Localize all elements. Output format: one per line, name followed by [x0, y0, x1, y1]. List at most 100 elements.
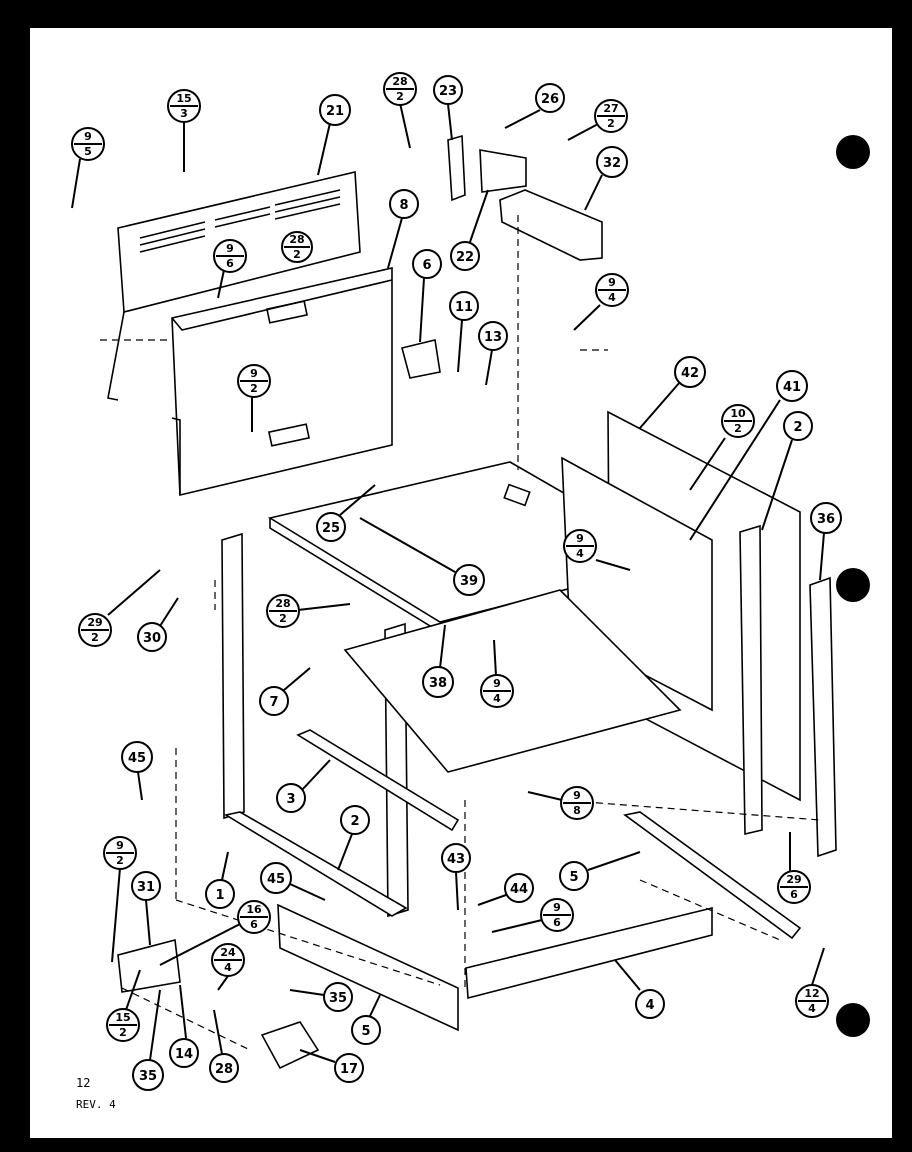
binder-hole — [836, 135, 870, 169]
svg-text:14: 14 — [175, 1047, 193, 1062]
callout-23: 23 — [433, 75, 463, 141]
svg-text:15: 15 — [115, 1011, 130, 1024]
callout-5-right: 5 — [559, 851, 641, 891]
revision-label: REV. 4 — [76, 1098, 116, 1111]
svg-text:25: 25 — [322, 521, 340, 536]
svg-text:12: 12 — [804, 987, 819, 1000]
leveling-bracket — [117, 938, 181, 993]
callout-17: 17 — [299, 1049, 364, 1083]
svg-text:16: 16 — [246, 903, 262, 916]
fastener-callout-15-2: 152 — [106, 969, 141, 1042]
binder-hole — [836, 568, 870, 602]
svg-text:4: 4 — [608, 291, 616, 304]
callout-28: 28 — [209, 1009, 239, 1083]
fastener-callout-29-2: 292 — [78, 569, 161, 647]
callout-30: 30 — [137, 597, 179, 652]
svg-text:2: 2 — [607, 117, 615, 130]
svg-text:31: 31 — [137, 880, 155, 895]
svg-text:29: 29 — [87, 616, 102, 629]
page-number: 12 — [76, 1076, 91, 1090]
fastener-callout-9-4-top: 94 — [573, 273, 629, 331]
svg-text:44: 44 — [510, 882, 528, 897]
svg-text:9: 9 — [608, 276, 616, 289]
fastener-callout-12-4: 124 — [795, 947, 829, 1018]
svg-text:5: 5 — [84, 145, 92, 158]
callout-45-lower: 45 — [260, 862, 326, 901]
callout-13: 13 — [478, 321, 508, 386]
svg-text:6: 6 — [553, 916, 561, 929]
svg-text:39: 39 — [460, 574, 478, 589]
svg-text:4: 4 — [645, 998, 654, 1013]
svg-text:9: 9 — [250, 367, 258, 380]
svg-text:5: 5 — [361, 1024, 370, 1039]
fastener-callout-9-6: 96 — [213, 239, 247, 299]
svg-text:24: 24 — [220, 946, 236, 959]
right-rear-post — [739, 524, 763, 836]
fastener-callout-28-2-top: 282 — [383, 72, 417, 149]
callout-8: 8 — [387, 189, 419, 269]
fastener-callout-24-4: 244 — [211, 943, 245, 991]
svg-text:4: 4 — [224, 961, 232, 974]
svg-text:6: 6 — [226, 257, 234, 270]
fastener-callout-15-3: 153 — [167, 89, 201, 172]
svg-text:43: 43 — [447, 852, 465, 867]
callout-14: 14 — [169, 984, 199, 1068]
fastener-callout-10-2: 102 — [689, 404, 755, 491]
callout-5-left: 5 — [351, 994, 381, 1045]
fastener-callout-9-2-panel: 92 — [237, 364, 271, 432]
svg-text:28: 28 — [289, 233, 304, 246]
trim-piece — [499, 189, 603, 261]
callout-1: 1 — [205, 851, 235, 909]
callout-38: 38 — [422, 624, 454, 698]
svg-text:32: 32 — [603, 156, 621, 171]
svg-text:2: 2 — [293, 248, 301, 261]
svg-text:3: 3 — [180, 107, 188, 120]
callout-39: 39 — [359, 517, 485, 596]
svg-text:10: 10 — [730, 407, 746, 420]
svg-text:28: 28 — [215, 1062, 233, 1077]
svg-text:17: 17 — [340, 1062, 358, 1077]
svg-text:9: 9 — [116, 839, 124, 852]
fastener-callout-28-2-panel: 282 — [281, 231, 313, 263]
fastener-callout-16-6: 166 — [159, 900, 271, 966]
binder-hole — [836, 1003, 870, 1037]
svg-text:6: 6 — [422, 258, 431, 273]
svg-text:45: 45 — [267, 872, 285, 887]
svg-text:5: 5 — [569, 870, 578, 885]
svg-text:2: 2 — [91, 631, 99, 644]
svg-text:2: 2 — [793, 420, 802, 435]
svg-text:4: 4 — [493, 692, 501, 705]
svg-text:26: 26 — [541, 92, 559, 107]
fastener-callout-9-2-left: 92 — [103, 836, 137, 963]
svg-text:28: 28 — [392, 75, 407, 88]
svg-text:2: 2 — [734, 422, 742, 435]
callout-31: 31 — [131, 871, 161, 946]
callout-6: 6 — [412, 249, 442, 343]
svg-text:30: 30 — [143, 631, 161, 646]
callout-35-left: 35 — [132, 989, 164, 1091]
fastener-callout-28-2-mid: 282 — [266, 594, 351, 628]
svg-text:42: 42 — [681, 366, 699, 381]
fastener-callout-27-2: 272 — [567, 99, 628, 141]
svg-text:45: 45 — [128, 751, 146, 766]
svg-text:9: 9 — [553, 901, 561, 914]
svg-text:3: 3 — [286, 792, 295, 807]
svg-text:23: 23 — [439, 84, 457, 99]
fastener-callout-9-8: 98 — [527, 786, 594, 820]
svg-text:38: 38 — [429, 676, 447, 691]
svg-text:2: 2 — [250, 382, 258, 395]
svg-text:7: 7 — [269, 695, 278, 710]
svg-text:41: 41 — [783, 380, 801, 395]
callout-11: 11 — [449, 291, 479, 373]
kick-plate — [465, 906, 713, 1000]
base-rail-left — [277, 903, 459, 1032]
svg-text:2: 2 — [396, 90, 404, 103]
svg-text:2: 2 — [116, 854, 124, 867]
svg-text:22: 22 — [456, 250, 474, 265]
fastener-callout-9-4-low: 94 — [480, 639, 514, 708]
callout-32: 32 — [584, 146, 628, 211]
svg-text:4: 4 — [576, 547, 584, 560]
svg-text:4: 4 — [808, 1002, 816, 1015]
oven-bottom — [343, 589, 682, 773]
svg-text:8: 8 — [573, 804, 581, 817]
